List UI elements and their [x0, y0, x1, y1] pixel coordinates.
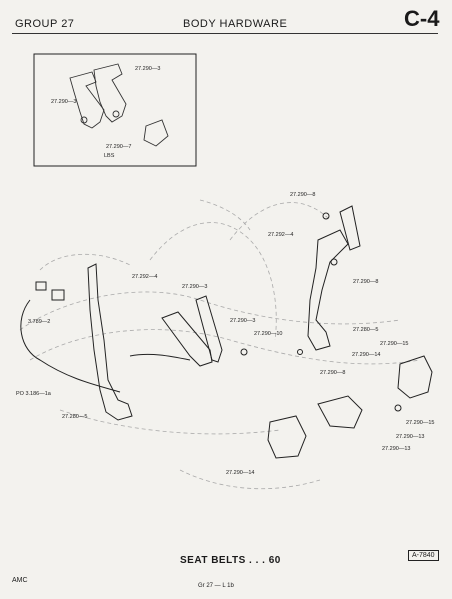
center-guides [129, 295, 248, 367]
label-c-upper: 27.290—3 [182, 284, 207, 290]
label-r-top: 27.290—8 [290, 192, 315, 198]
page-title: BODY HARDWARE [183, 18, 288, 30]
label-r-mid: 27.292—4 [268, 232, 293, 238]
label-b-14: 27.290—14 [226, 470, 254, 476]
label-r-13a: 27.290—13 [396, 434, 424, 440]
label-inset-bottom: 27.290—7 [106, 144, 131, 150]
label-r-15b: 27.290—15 [406, 420, 434, 426]
label-l-mid: 3.789—2 [28, 319, 50, 325]
label-c-lower: 27.290—10 [254, 331, 282, 337]
label-c-8: 27.290—8 [320, 370, 345, 376]
label-r-lower: 27.280—5 [353, 327, 378, 333]
footer-title: SEAT BELTS . . . 60 [180, 555, 281, 566]
left-belt-assembly [20, 263, 133, 421]
label-r-13b: 27.290—13 [382, 446, 410, 452]
label-r-right: 27.290—8 [353, 279, 378, 285]
inset-frame [33, 53, 197, 167]
header-rule [12, 33, 438, 34]
brand-label: AMC [12, 577, 28, 584]
label-c-mid: 27.290—3 [230, 318, 255, 324]
label-po: PO 3.186—1a [16, 391, 52, 397]
figure-code: A-7840 [408, 550, 439, 561]
page-reference: Gr 27 — L 1b [198, 583, 234, 589]
group-label: GROUP 27 [15, 18, 75, 30]
inset-anchor-parts [69, 63, 169, 147]
seat-outline [19, 199, 421, 490]
buckle-assemblies [267, 349, 433, 459]
label-r-14: 27.290—14 [352, 352, 380, 358]
label-l-lower: 27.280—5 [62, 414, 87, 420]
right-belt-assembly [307, 205, 361, 351]
label-l-upper: 27.292—4 [132, 274, 157, 280]
section-number: C-4 [404, 6, 440, 31]
label-r-15a: 27.290—15 [380, 341, 408, 347]
label-inset-lbs: LBS [104, 153, 115, 159]
label-inset-left: 27.290—3 [51, 99, 76, 105]
label-inset-top: 27.290—3 [135, 66, 160, 72]
